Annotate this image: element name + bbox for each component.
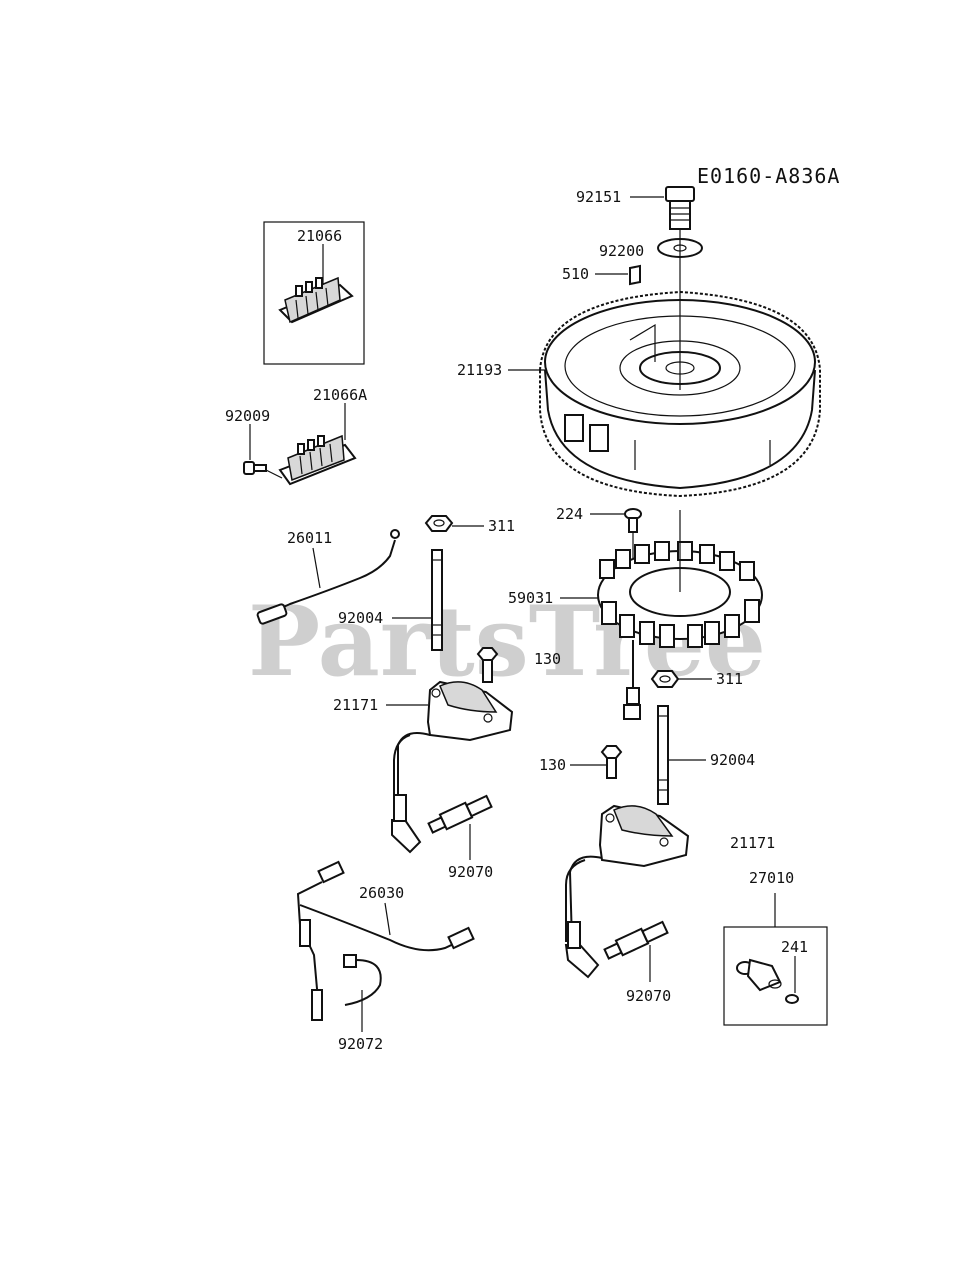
leader-92200	[629, 323, 656, 362]
label-92004-right[interactable]: 92004	[710, 751, 755, 769]
wire-92072[interactable]	[343, 954, 382, 1006]
label-92070-left[interactable]: 92070	[448, 863, 493, 881]
regulator-21066[interactable]	[278, 276, 354, 324]
label-26030[interactable]: 26030	[359, 884, 404, 902]
label-130-upper[interactable]: 130	[534, 650, 561, 668]
diagram-code: E0160-A836A	[697, 164, 840, 188]
key-510[interactable]	[629, 264, 641, 286]
label-21193[interactable]: 21193	[457, 361, 502, 379]
label-92072[interactable]: 92072	[338, 1035, 383, 1053]
label-26011[interactable]: 26011	[287, 529, 332, 547]
bolt-92151[interactable]	[665, 186, 695, 230]
label-92070-right[interactable]: 92070	[626, 987, 671, 1005]
label-92151[interactable]: 92151	[576, 188, 621, 206]
ignition-coil-21171-right[interactable]	[564, 804, 690, 979]
label-311-top[interactable]: 311	[488, 517, 515, 535]
lead-wire-26011[interactable]	[256, 529, 400, 625]
harness-26030[interactable]	[296, 860, 475, 1021]
label-92200[interactable]: 92200	[599, 242, 644, 260]
leader-26011	[312, 547, 321, 589]
label-21066[interactable]: 21066	[297, 227, 342, 245]
stator-wire	[623, 640, 641, 720]
screw-92009[interactable]	[243, 461, 267, 475]
label-311-right[interactable]: 311	[716, 670, 743, 688]
spark-plug-92070-right[interactable]	[603, 920, 669, 960]
label-510[interactable]: 510	[562, 265, 589, 283]
label-59031[interactable]: 59031	[508, 589, 553, 607]
leader-26030	[384, 902, 391, 936]
nut-311-top[interactable]	[424, 515, 454, 532]
nut-311-right[interactable]	[650, 670, 680, 688]
stud-92004-right[interactable]	[657, 705, 669, 805]
label-21171-left[interactable]: 21171	[333, 696, 378, 714]
label-92009[interactable]: 92009	[225, 407, 270, 425]
label-130-lower[interactable]: 130	[539, 756, 566, 774]
label-92004-left[interactable]: 92004	[338, 609, 383, 627]
spark-plug-92070-left[interactable]	[427, 794, 493, 834]
label-241[interactable]: 241	[781, 938, 808, 956]
screw-224[interactable]	[624, 508, 642, 533]
stud-92004-left[interactable]	[431, 549, 443, 651]
bolt-coil-left	[476, 647, 499, 683]
leader-92009-b	[265, 469, 283, 479]
label-224[interactable]: 224	[556, 505, 583, 523]
inset-box-21066	[263, 221, 365, 365]
bolt-130-lower[interactable]	[600, 745, 623, 779]
ignition-coil-21171-left[interactable]	[391, 680, 514, 854]
label-21171-right[interactable]: 21171	[730, 834, 775, 852]
oil-pressure-switch-27010[interactable]	[736, 958, 782, 992]
label-21066a[interactable]: 21066A	[313, 386, 367, 404]
screw-241[interactable]	[785, 994, 799, 1004]
regulator-21066a[interactable]	[278, 434, 357, 486]
label-27010[interactable]: 27010	[749, 869, 794, 887]
